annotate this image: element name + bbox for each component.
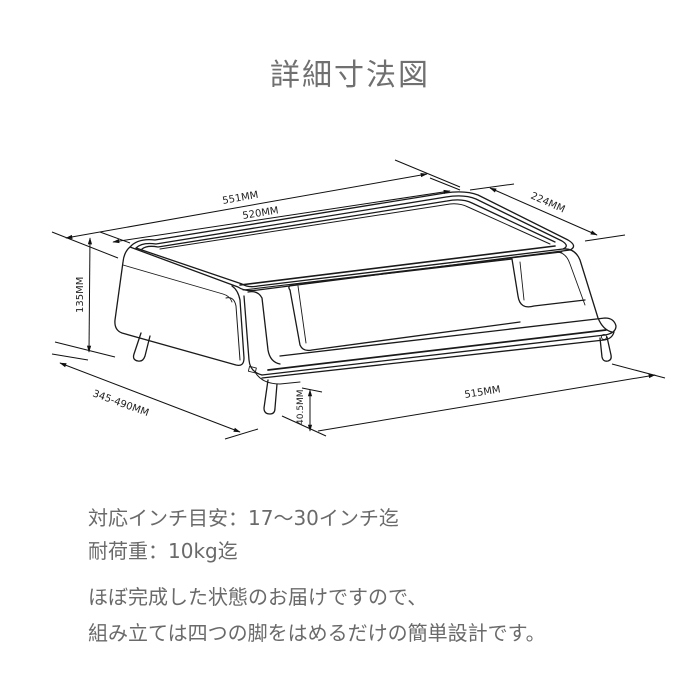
delivery-note-line2: 組み立ては四つの脚をはめるだけの簡単設計です。 [88,621,546,645]
dimension-lines [51,159,666,440]
dim-40.5-label: 40.5MM [296,389,306,425]
page-title: 詳細寸法図 [270,58,430,93]
dim-345-490-label: 345-490MM [91,388,150,419]
dim-515-label: 515MM [464,384,502,401]
load-capacity-spec: 耐荷重：10kg迄 [88,539,238,563]
dimension-labels: 551MM 520MM 224MM 135MM 345-490MM 40.5MM… [75,190,566,425]
delivery-note-line1: ほぼ完成した状態のお届けですので、 [88,585,428,609]
dimension-drawing: 551MM 520MM 224MM 135MM 345-490MM 40.5MM… [51,159,666,440]
dim-224-label: 224MM [529,191,567,216]
monitor-size-spec: 対応インチ目安：17〜30インチ迄 [88,506,399,530]
monitor-stand-outline [114,191,617,415]
dim-135-label: 135MM [75,277,86,313]
